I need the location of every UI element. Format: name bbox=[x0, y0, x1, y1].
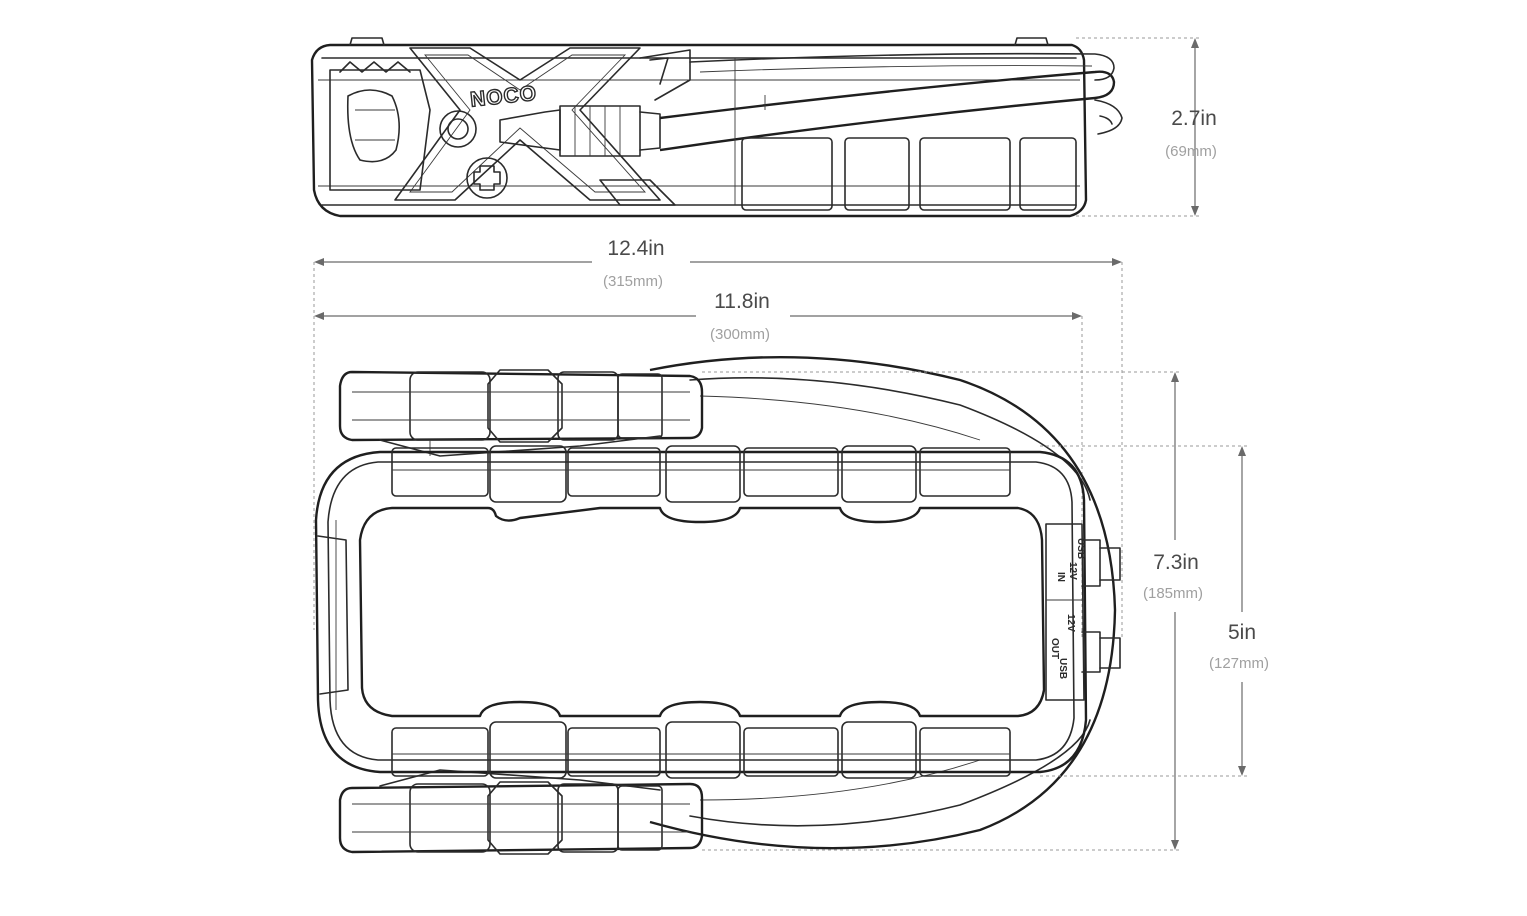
body-length-dimension: 11.8in (300mm) bbox=[314, 290, 1083, 640]
port-in-usb-label: USB bbox=[1075, 538, 1086, 559]
grip-blocks-top bbox=[391, 445, 1011, 503]
grip-blocks-bottom bbox=[391, 721, 1011, 779]
body-length-metric: (300mm) bbox=[710, 326, 770, 343]
port-in-12v-label: 12V bbox=[1067, 562, 1078, 580]
height-dimension: 2.7in (69mm) bbox=[1076, 37, 1217, 217]
port-out-usb-label: USB bbox=[1057, 658, 1068, 679]
body-width-dimension: 5in (127mm) bbox=[1040, 445, 1269, 777]
body-width-value: 5in bbox=[1228, 621, 1256, 644]
top-clamp bbox=[338, 369, 704, 457]
height-value: 2.7in bbox=[1171, 107, 1217, 130]
plus-badge-icon bbox=[466, 157, 508, 199]
inner-window bbox=[358, 506, 1046, 718]
side-view: NOCO bbox=[310, 37, 1123, 218]
overall-width-dimension: 7.3in (185mm) bbox=[702, 371, 1203, 851]
clamp-side bbox=[329, 61, 431, 191]
overall-width-value: 7.3in bbox=[1153, 551, 1199, 574]
noco-logo: NOCO bbox=[469, 82, 538, 112]
port-in-label: IN bbox=[1055, 572, 1066, 582]
port-out-label: OUT bbox=[1049, 638, 1060, 659]
port-out-12v-label: 12V bbox=[1065, 614, 1076, 632]
cable-loop-shell bbox=[649, 355, 1117, 850]
body-length-value: 11.8in bbox=[714, 290, 770, 313]
body-width-metric: (127mm) bbox=[1209, 655, 1269, 672]
coiled-cable bbox=[659, 52, 1123, 152]
bottom-clamp bbox=[338, 769, 704, 855]
x-emblem bbox=[394, 47, 661, 201]
overall-length-value: 12.4in bbox=[607, 237, 664, 260]
port-panel: IN 12V USB OUT 12V USB bbox=[1045, 523, 1121, 701]
knob bbox=[439, 110, 477, 148]
top-view: IN 12V USB OUT 12V USB bbox=[314, 355, 1121, 855]
side-view-body bbox=[310, 43, 1088, 218]
cable-connector bbox=[499, 105, 661, 157]
main-housing bbox=[314, 450, 1088, 774]
overall-width-metric: (185mm) bbox=[1143, 585, 1203, 602]
grip-panels-side bbox=[734, 58, 1077, 211]
overall-length-dimension: 12.4in (315mm) bbox=[313, 237, 1123, 640]
overall-length-metric: (315mm) bbox=[603, 273, 663, 290]
height-metric: (69mm) bbox=[1165, 143, 1217, 160]
